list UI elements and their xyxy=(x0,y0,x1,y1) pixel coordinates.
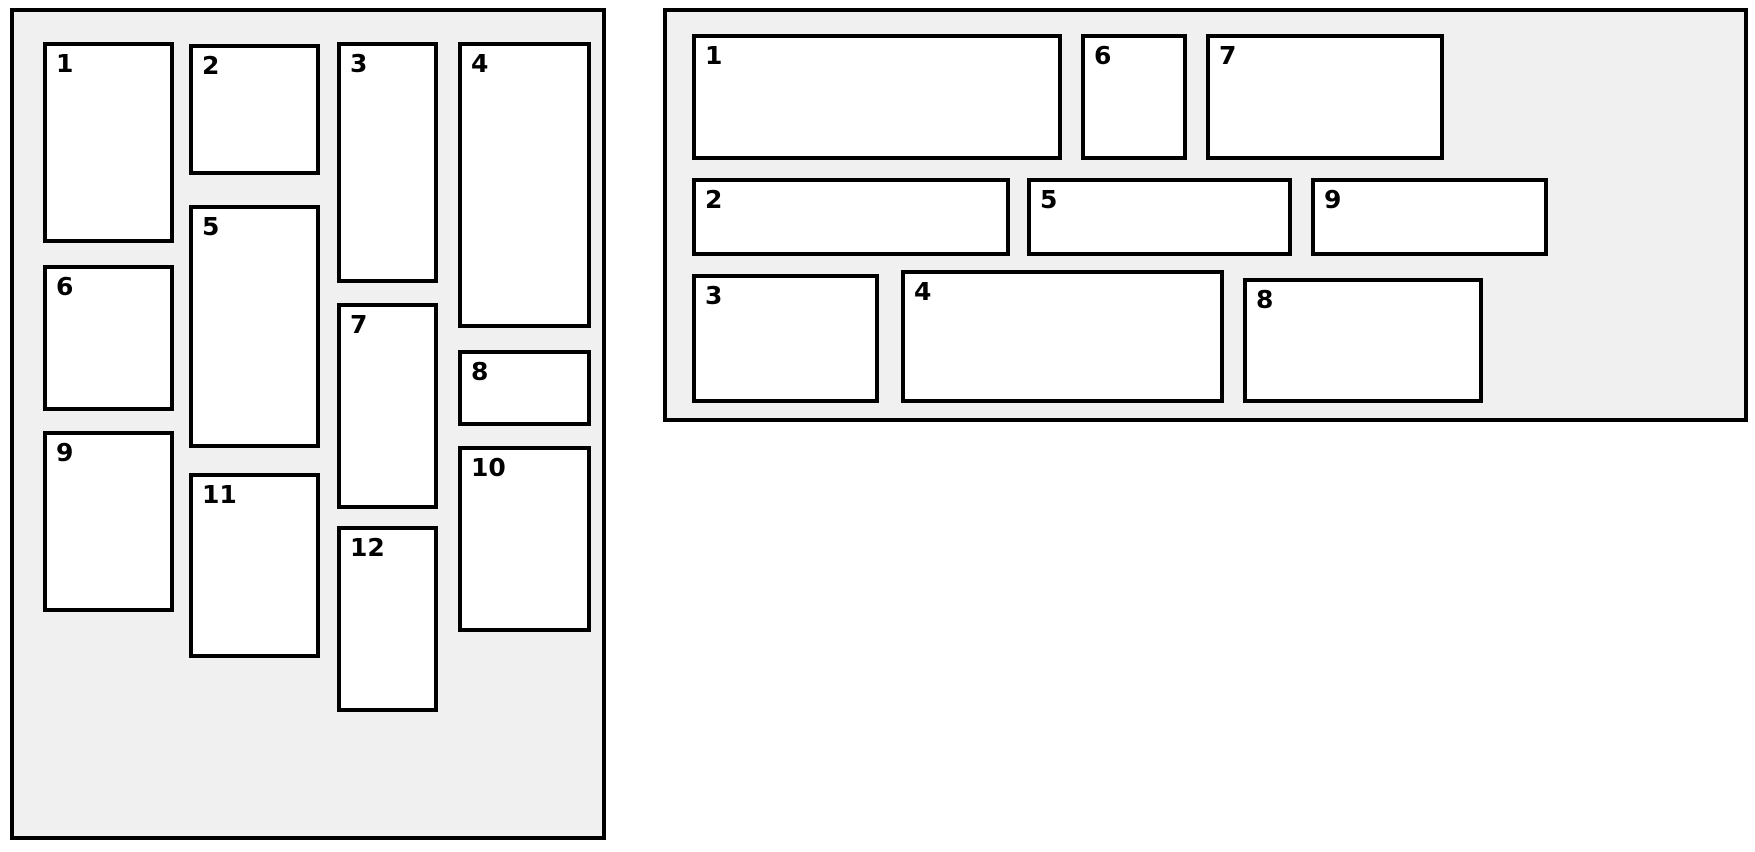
layout-box-label: 2 xyxy=(705,185,723,214)
layout-box[interactable]: 1 xyxy=(43,42,174,243)
layout-box[interactable]: 4 xyxy=(901,270,1224,403)
layout-box-label: 8 xyxy=(471,357,489,386)
layout-box[interactable]: 7 xyxy=(337,303,438,509)
layout-box-label: 8 xyxy=(1256,285,1274,314)
right-panel: 1 6 7 2 5 9 3 4 8 xyxy=(663,8,1748,422)
layout-box-label: 6 xyxy=(56,272,74,301)
layout-box-label: 3 xyxy=(705,281,723,310)
layout-box-label: 4 xyxy=(914,277,932,306)
layout-box-label: 2 xyxy=(202,51,220,80)
layout-box[interactable]: 6 xyxy=(1081,34,1187,160)
layout-box[interactable]: 6 xyxy=(43,265,174,411)
layout-box[interactable]: 9 xyxy=(1311,178,1548,256)
layout-box-label: 3 xyxy=(350,49,368,78)
layout-box[interactable]: 3 xyxy=(692,274,879,403)
layout-box-label: 7 xyxy=(350,310,368,339)
layout-box[interactable]: 8 xyxy=(458,350,591,426)
layout-box-label: 6 xyxy=(1094,41,1112,70)
layout-box[interactable]: 2 xyxy=(692,178,1010,256)
layout-box[interactable]: 3 xyxy=(337,42,438,283)
layout-box[interactable]: 7 xyxy=(1206,34,1444,160)
layout-box-label: 5 xyxy=(202,212,220,241)
layout-box[interactable]: 2 xyxy=(189,44,320,175)
layout-box-label: 1 xyxy=(56,49,74,78)
layout-box-label: 9 xyxy=(56,438,74,467)
layout-box-label: 1 xyxy=(705,41,723,70)
layout-box[interactable]: 11 xyxy=(189,473,320,658)
layout-box[interactable]: 5 xyxy=(189,205,320,448)
layout-box[interactable]: 8 xyxy=(1243,278,1483,403)
layout-box-label: 10 xyxy=(471,453,506,482)
layout-box[interactable]: 12 xyxy=(337,526,438,712)
layout-box-label: 7 xyxy=(1219,41,1237,70)
layout-box[interactable]: 1 xyxy=(692,34,1062,160)
layout-box[interactable]: 4 xyxy=(458,42,591,328)
layout-box-label: 4 xyxy=(471,49,489,78)
layout-box[interactable]: 10 xyxy=(458,446,591,632)
layout-box-label: 12 xyxy=(350,533,385,562)
layout-box[interactable]: 5 xyxy=(1027,178,1292,256)
layout-box-label: 9 xyxy=(1324,185,1342,214)
layout-box-label: 11 xyxy=(202,480,237,509)
layout-box[interactable]: 9 xyxy=(43,431,174,612)
layout-box-label: 5 xyxy=(1040,185,1058,214)
